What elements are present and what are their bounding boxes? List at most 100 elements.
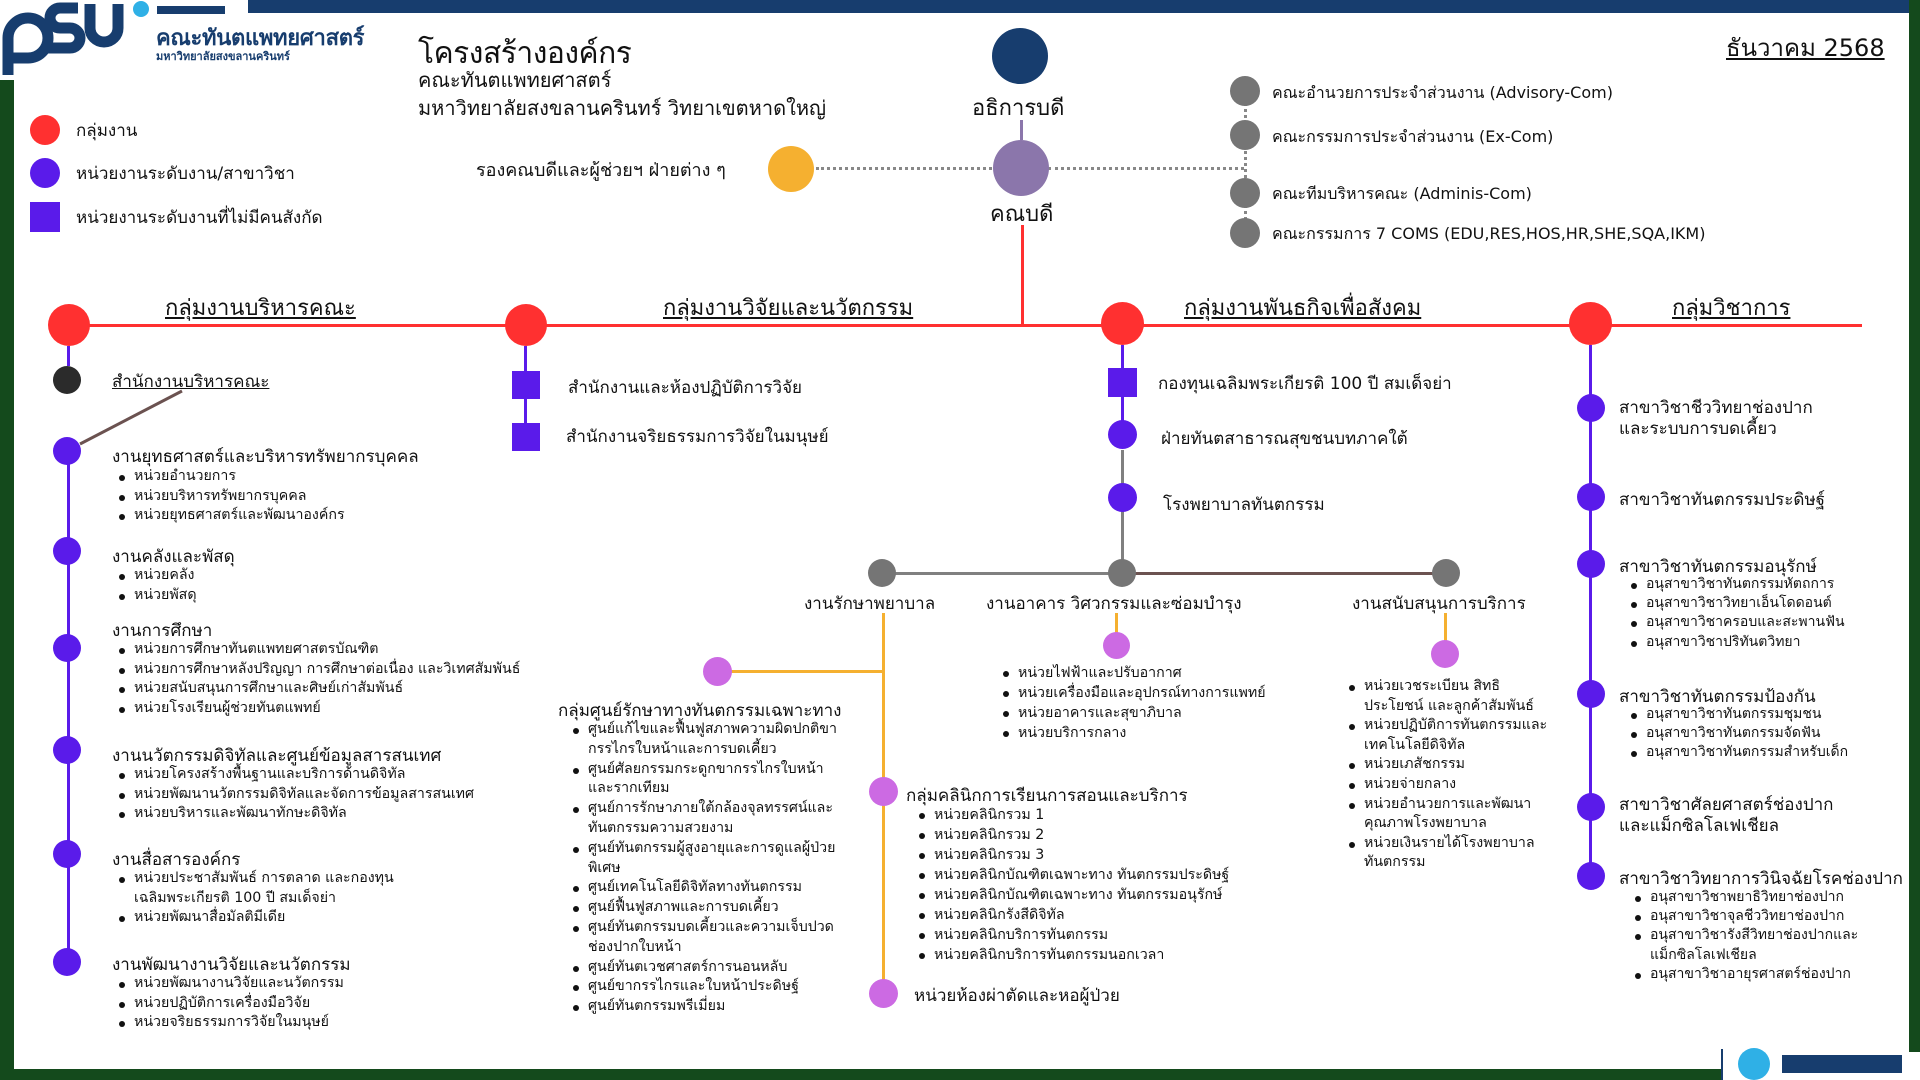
item-line: คุณภาพโรงพยาบาล (1364, 815, 1487, 832)
page-subtitle-campus: มหาวิทยาลัยสงขลานครินทร์ วิทยาเขตหาดใหญ่ (418, 96, 827, 120)
nursing-label: งานรักษาพยาบาล (804, 594, 936, 614)
logo-dot-icon (133, 1, 149, 17)
deputy-connector (816, 167, 992, 170)
department-name-line: และแม็กซิลโลเฟเชียล (1619, 816, 1780, 836)
president-label: อธิการบดี (972, 96, 1065, 121)
unit-item-line: เฉลิมพระเกียรติ 100 ปี สมเด็จย่า (134, 889, 337, 906)
unit-item: หน่วยโรงเรียนผู้ช่วยทันตแพทย์ (112, 699, 520, 719)
research-unit-node (512, 423, 540, 451)
unit-item: หน่วยพัสดุ (112, 586, 197, 606)
unit-items: หน่วยอำนวยการ หน่วยบริหารทรัพยากรบุคคล ห… (112, 467, 345, 526)
building-item: หน่วยบริการกลาง (996, 723, 1266, 743)
president-node (992, 28, 1048, 84)
department-node (1577, 862, 1605, 890)
committee-label: คณะกรรมการประจำส่วนงาน (Ex-Com) (1272, 127, 1554, 146)
unit-item: หน่วยยุทธศาสตร์และพัฒนาองค์กร (112, 506, 345, 526)
committee-label: คณะทีมบริหารคณะ (Adminis-Com) (1272, 184, 1532, 203)
academic-line (1589, 345, 1592, 875)
psu-logo-icon (0, 0, 130, 80)
clinic-item: หน่วยคลินิกบริการทันตกรรมนอกเวลา (912, 945, 1229, 965)
unit-node (53, 537, 81, 565)
department-items: อนุสาขาวิชาทันตกรรมชุมชน อนุสาขาวิชาทันต… (1624, 705, 1848, 763)
support-node (1432, 559, 1460, 587)
teaching-clinic-title: กลุ่มคลินิกการเรียนการสอนและบริการ (906, 786, 1188, 806)
hospital-node (1108, 483, 1137, 512)
support-sub-node (1431, 640, 1459, 668)
sub-department-item: อนุสาขาวิชาพยาธิวิทยาช่องปาก (1628, 888, 1858, 907)
legend-label: หน่วยงานระดับงาน/สาขาวิชา (76, 163, 295, 184)
department-node (1577, 483, 1605, 511)
item-line: ศูนย์แก้ไขและฟื้นฟูสภาพความผิดปกติขา (588, 721, 837, 737)
building-item: หน่วยไฟฟ้าและปรับอากาศ (996, 663, 1266, 683)
unit-node (53, 948, 81, 976)
research-unit-label: สำนักงานจริยธรรมการวิจัยในมนุษย์ (566, 427, 829, 447)
decorative-bar (1782, 1055, 1902, 1073)
specialty-node (703, 657, 732, 686)
department-name-line: สาขาวิชาศัลยศาสตร์ช่องปาก (1619, 795, 1834, 815)
specialty-item: ศูนย์เทคโนโลยีดิจิทัลทางทันตกรรม (566, 878, 837, 898)
right-frame-bar (1909, 0, 1920, 1052)
admin-office-connector (79, 389, 183, 446)
support-orange-line (1444, 613, 1447, 641)
research-unit-node (512, 371, 540, 399)
logo-university-name: มหาวิทยาลัยสงขลานครินทร์ (156, 50, 290, 63)
legend-item-unstaffed-unit: หน่วยงานระดับงานที่ไม่มีคนสังกัด (30, 202, 323, 232)
legend-label: หน่วยงานระดับงานที่ไม่มีคนสังกัด (76, 207, 323, 228)
clinic-item: หน่วยคลินิกบัณฑิตเฉพาะทาง ทันตกรรมอนุรัก… (912, 885, 1229, 905)
admin-connector (67, 346, 70, 366)
item-line: ทันตกรรม (1364, 854, 1426, 871)
building-label: งานอาคาร วิศวกรรมและซ่อมบำรุง (986, 594, 1242, 614)
unit-node (53, 634, 81, 662)
item-line: ช่องปากใบหน้า (588, 938, 682, 955)
sub-department-item: อนุสาขาวิชาทันตกรรมจัดฟัน (1624, 724, 1848, 743)
hospital-connector (1121, 450, 1124, 575)
unit-item: หน่วยปฏิบัติการเครื่องมือวิจัย (112, 994, 344, 1014)
support-item: หน่วยเภสัชกรรม (1342, 755, 1547, 775)
unit-item: หน่วยประชาสัมพันธ์ การตลาด และกองทุนเฉลิ… (112, 869, 394, 908)
department-node (1577, 793, 1605, 821)
social-unit-node (1108, 368, 1137, 397)
unit-item: หน่วยพัฒนาสื่อมัลติมีเดีย (112, 908, 394, 928)
item-line: และรากเทียม (588, 780, 670, 797)
unit-item: หน่วยโครงสร้างพื้นฐานและบริการด้านดิจิทั… (112, 765, 474, 785)
unit-item: หน่วยบริหารทรัพยากรบุคคล (112, 487, 345, 507)
social-unit-label: ฝ่ายทันตสาธารณสุขชนบทภาคใต้ (1161, 429, 1408, 449)
department-title: สาขาวิชาทันตกรรมป้องกัน (1619, 687, 1816, 707)
clinic-item: หน่วยคลินิกรังสีดิจิทัล (912, 905, 1229, 925)
unit-title: งานยุทธศาสตร์และบริหารทรัพยากรบุคคล (112, 447, 419, 467)
specialty-item: ศูนย์ทันตกรรมพรีเมี่ยม (566, 997, 837, 1017)
deputy-node (768, 146, 814, 192)
branch-line-gray (883, 572, 1123, 575)
building-orange-line (1115, 613, 1118, 633)
specialty-item: ศูนย์ขากรรไกรและใบหน้าประดิษฐ์ (566, 977, 837, 997)
department-title: สาขาวิชาชีววิทยาช่องปากและระบบการบดเคี้ย… (1619, 398, 1813, 440)
teaching-clinic-node (869, 777, 898, 806)
specialty-item: ศูนย์ทันตกรรมบดเคี้ยวและความเจ็บปวดช่องป… (566, 918, 837, 958)
support-item: หน่วยเวชระเบียน สิทธิประโยชน์ และลูกค้าส… (1342, 677, 1547, 716)
dean-node (993, 140, 1049, 196)
item-line: ประโยชน์ และลูกค้าสัมพันธ์ (1364, 697, 1534, 714)
red-circle-icon (30, 115, 60, 145)
date-label: ธันวาคม 2568 (1726, 34, 1885, 62)
clinic-item: หน่วยคลินิกบัณฑิตเฉพาะทาง ทันตกรรมประดิษ… (912, 865, 1229, 885)
legend-label: กลุ่มงาน (76, 120, 138, 141)
dean-groups-connector (1021, 225, 1024, 325)
research-group-title: กลุ่มงานวิจัยและนวัตกรรม (663, 296, 914, 321)
committee-node (1230, 120, 1260, 150)
research-unit-label: สำนักงานและห้องปฏิบัติการวิจัย (568, 378, 802, 398)
president-dean-connector (1020, 120, 1023, 140)
item-line: อนุสาขาวิชารังสีวิทยาช่องปากและ (1650, 927, 1859, 944)
item-line: ศูนย์ศัลยกรรมกระดูกขากรรไกรใบหน้า (588, 760, 824, 777)
unit-item: หน่วยการศึกษาทันตแพทยศาสตรบัณฑิต (112, 640, 520, 660)
page-title: โครงสร้างองค์กร (418, 36, 632, 71)
specialty-item: ศูนย์ศัลยกรรมกระดูกขากรรไกรใบหน้าและรากเ… (566, 760, 837, 800)
unit-items: หน่วยคลัง หน่วยพัสดุ (112, 566, 197, 605)
admin-office-node (53, 366, 81, 394)
research-group-node (505, 304, 547, 346)
unit-title: งานการศึกษา (112, 621, 213, 641)
item-line: หน่วยอำนวยการและพัฒนา (1364, 795, 1532, 812)
logo-faculty-name: คณะทันตแพทยศาสตร์ (156, 26, 365, 51)
surgery-node (869, 979, 898, 1008)
sub-department-item: อนุสาขาวิชาทันตกรรมชุมชน (1624, 705, 1848, 724)
unit-item: หน่วยคลัง (112, 566, 197, 586)
